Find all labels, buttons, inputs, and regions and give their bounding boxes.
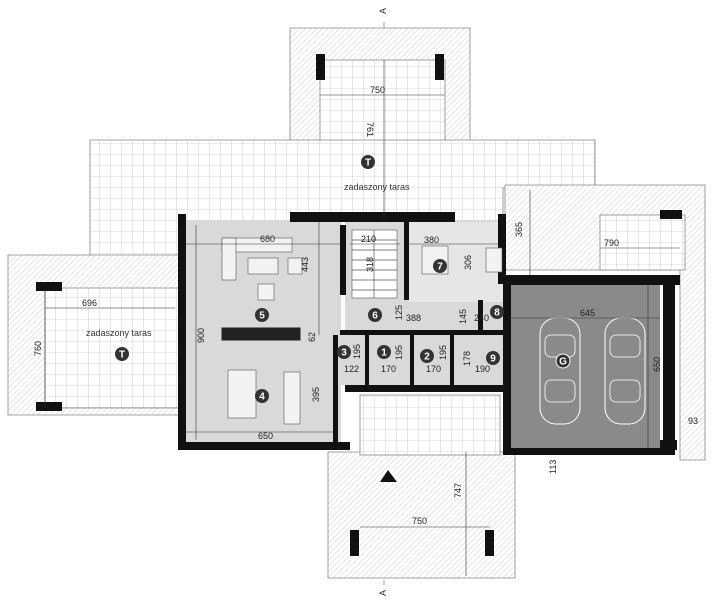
svg-text:3: 3 [341, 348, 347, 359]
svg-text:62: 62 [307, 332, 317, 342]
svg-text:365: 365 [514, 222, 524, 237]
room-marker-5: 5 [255, 308, 269, 322]
svg-text:380: 380 [424, 235, 439, 245]
svg-text:113: 113 [548, 460, 558, 474]
staircase [351, 229, 398, 299]
svg-text:388: 388 [406, 313, 421, 323]
building [178, 212, 680, 482]
room-marker-9: 9 [486, 351, 500, 365]
svg-text:170: 170 [381, 364, 396, 374]
svg-text:318: 318 [365, 257, 375, 272]
room-marker-6: 6 [368, 308, 382, 322]
room-marker-4: 4 [255, 389, 269, 403]
left-terrace-floor [44, 287, 181, 409]
right-terrace-floor [599, 214, 686, 271]
svg-text:395: 395 [311, 387, 321, 402]
room-markers: T T 1 2 3 4 5 6 7 8 9 G [115, 155, 571, 403]
svg-text:900: 900 [196, 328, 206, 343]
svg-text:122: 122 [344, 364, 359, 374]
svg-text:650: 650 [258, 431, 273, 441]
terrace-label-top: zadaszony taras [344, 182, 410, 192]
svg-text:4: 4 [259, 392, 265, 403]
svg-text:145: 145 [458, 309, 468, 324]
svg-text:7: 7 [437, 262, 443, 273]
svg-text:443: 443 [300, 257, 310, 272]
svg-text:645: 645 [580, 308, 595, 318]
svg-text:761: 761 [365, 122, 375, 137]
garage-wall-left [503, 275, 511, 453]
svg-text:1: 1 [381, 348, 387, 359]
svg-text:210: 210 [361, 234, 376, 244]
room-marker-3: 3 [337, 345, 351, 359]
garage-wall-top [505, 275, 680, 285]
svg-text:195: 195 [438, 345, 448, 360]
svg-text:8: 8 [494, 308, 500, 319]
svg-text:T: T [119, 350, 125, 361]
room-marker-t1: T [361, 155, 375, 169]
svg-text:9: 9 [490, 354, 496, 365]
svg-text:5: 5 [259, 311, 265, 322]
room-marker-7: 7 [433, 259, 447, 273]
section-marker-top: A [378, 8, 388, 14]
dimension-labels: 750 761 680 443 900 650 395 210 318 380 … [33, 85, 698, 526]
svg-text:760: 760 [33, 341, 43, 356]
svg-text:195: 195 [394, 345, 404, 360]
svg-text:178: 178 [462, 351, 472, 366]
svg-text:680: 680 [260, 234, 275, 244]
garage-wall-bottom [503, 448, 675, 455]
svg-text:190: 190 [475, 364, 490, 374]
entrance-arrow [380, 470, 397, 482]
svg-text:750: 750 [412, 516, 427, 526]
room-marker-g: G [555, 353, 571, 369]
svg-text:747: 747 [453, 483, 463, 498]
svg-text:T: T [365, 158, 371, 169]
bottom-terrace-roof [327, 451, 516, 579]
svg-text:650: 650 [652, 357, 662, 372]
svg-text:G: G [559, 357, 567, 368]
svg-text:125: 125 [394, 305, 404, 320]
room-marker-2: 2 [420, 349, 434, 363]
room-marker-t2: T [115, 347, 129, 361]
terrace-label-left: zadaszony taras [86, 328, 152, 338]
garage-wall-right [663, 275, 675, 455]
section-marker-bottom: A [378, 590, 388, 596]
svg-text:2: 2 [424, 352, 430, 363]
garage-cars [539, 317, 646, 425]
svg-text:306: 306 [463, 255, 473, 270]
svg-text:750: 750 [370, 85, 385, 95]
room-marker-1: 1 [377, 345, 391, 359]
svg-text:6: 6 [372, 311, 378, 322]
svg-text:93: 93 [688, 416, 698, 426]
svg-text:170: 170 [426, 364, 441, 374]
room-marker-8: 8 [490, 305, 504, 319]
svg-text:240: 240 [474, 313, 489, 323]
svg-text:790: 790 [604, 238, 619, 248]
svg-text:195: 195 [352, 344, 362, 359]
dimension-lines [44, 60, 680, 576]
bottom-terrace-floor [359, 394, 501, 456]
svg-text:696: 696 [82, 298, 97, 308]
